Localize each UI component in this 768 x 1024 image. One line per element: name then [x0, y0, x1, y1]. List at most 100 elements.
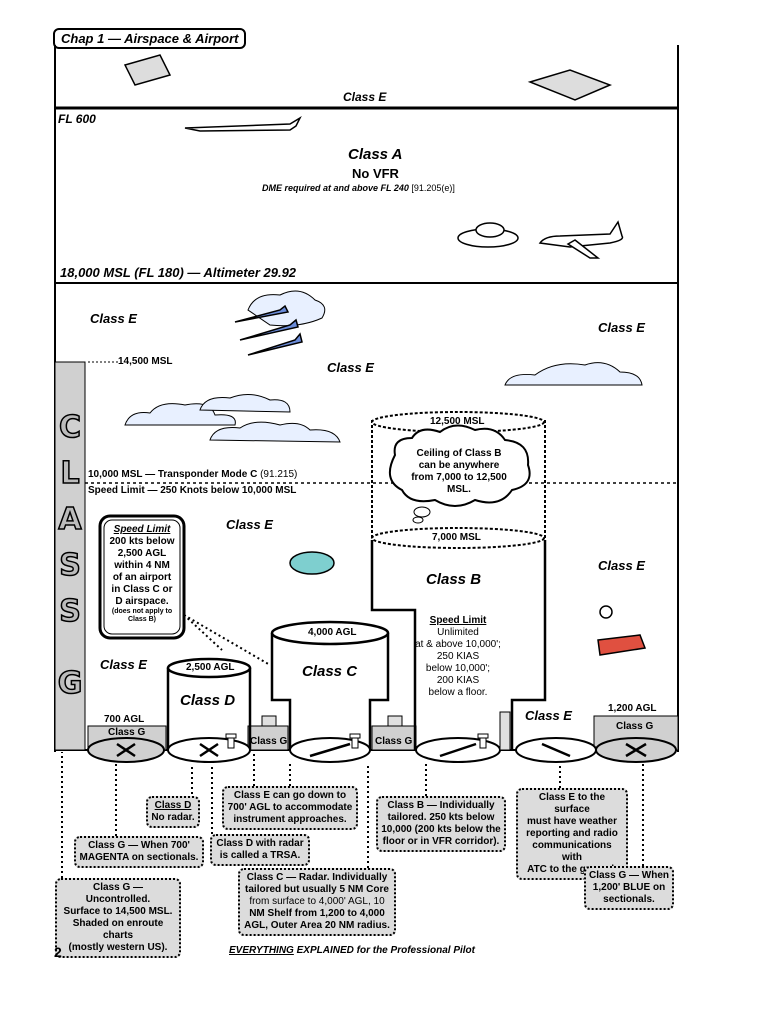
note-class-b-tailored: Class B — Individually tailored. 250 kts…	[376, 796, 506, 852]
class-g-right-label: Class G	[616, 721, 654, 732]
note-ed-line-3: instrument approaches.	[233, 814, 347, 825]
footer-tagline-rest: EXPLAINED for the Professional Pilot	[293, 945, 475, 956]
class-d-title: Class D	[180, 692, 236, 709]
note-g1200-line-1: Class G — When	[589, 870, 670, 881]
note-class-d-no-radar: Class D No radar.	[146, 796, 200, 828]
note-ed-line-1: Class E can go down to	[233, 790, 347, 801]
buildings	[261, 711, 511, 751]
transponder-line: 10,000 MSL — Transponder Mode C (91.215)	[88, 469, 297, 480]
note-g1200-line-3: sectionals.	[603, 894, 655, 905]
note-d-line-2: No radar.	[151, 812, 195, 823]
note-c-line-4: NM Shelf from 1,200 to 4,000	[249, 908, 385, 919]
speed-limit-box-inner	[103, 519, 181, 635]
note-es-line-5: ATC to the ground.	[527, 864, 617, 875]
class-b-speed-line-5: 200 KIAS	[436, 675, 480, 686]
class-e-top-label: Class E	[343, 90, 387, 104]
speed-box-small-2: Class B)	[127, 616, 156, 623]
class-g-right-agl: 1,200 AGL	[608, 703, 657, 714]
class-d-top-label: 2,500 AGL	[186, 662, 235, 673]
class-g-column	[54, 361, 86, 751]
class-b-cloud-text: Ceiling of Class B can be anywhere from …	[398, 448, 520, 496]
note-class-g-1200: Class G — When 1,200' BLUE on sectionals…	[584, 866, 674, 910]
control-towers	[225, 733, 489, 749]
fl600-label: FL 600	[58, 112, 96, 126]
dme-line: DME required at and above FL 240 [91.205…	[262, 183, 455, 193]
speed-box-line-5: in Class C or	[111, 584, 173, 595]
class-d-cylinder-sides	[166, 668, 252, 750]
runways	[116, 742, 647, 758]
note-b-line-4: floor or in VFR corridor).	[382, 836, 500, 847]
aircraft-drawings	[123, 54, 647, 656]
note-c-line-3: from surface to 4,000' AGL, 10	[249, 896, 385, 907]
note-g700-line-1: Class G — When 700'	[88, 840, 190, 851]
class-c-shape	[270, 633, 390, 750]
class-b-cloud-line-4: MSL.	[447, 484, 471, 495]
class-b-title: Class B	[426, 571, 482, 588]
speed-box-line-4: of an airport	[112, 572, 172, 583]
class-g-letter-g: G	[57, 665, 83, 702]
note-b-line-3: 10,000 (200 kts below the	[381, 824, 501, 835]
speed-box-line-1: 200 kts below	[109, 536, 175, 547]
transponder-ref: (91.215)	[260, 469, 298, 480]
note-c-line-2: tailored but usually 5 NM Core	[245, 884, 389, 895]
note-class-c-radar: Class C — Radar. Individually tailored b…	[238, 868, 396, 936]
footer-tagline: EVERYTHING EXPLAINED for the Professiona…	[229, 945, 475, 956]
note-gu-line-2: Surface to 14,500 MSL.	[63, 906, 173, 917]
class-b-outline	[370, 540, 547, 750]
class-g-letter-s2: S	[58, 593, 81, 630]
class-e-label-lower-left: Class E	[100, 657, 147, 672]
class-e-label-mid: Class E	[226, 517, 273, 532]
note-es-line-1: Class E to the surface	[538, 792, 606, 815]
note-class-g-uncontrolled: Class G — Uncontrolled. Surface to 14,50…	[55, 878, 181, 958]
class-e-label-lower-right: Class E	[525, 708, 572, 723]
speed-box-small-1: (does not apply to	[111, 608, 173, 615]
speed-limit-box: Speed Limit 200 kts below 2,500 AGL with…	[104, 524, 180, 624]
note-trsa-line-2: is called a TRSA.	[219, 850, 301, 861]
note-gu-line-4: (mostly western US).	[68, 942, 168, 953]
dme-text: DME required at and above FL 240	[262, 183, 409, 193]
class-g-letter-c: C	[58, 409, 82, 446]
note-c-line-5: AGL, Outer Area 20 NM radius.	[244, 920, 390, 931]
dme-ref: [91.205(e)]	[411, 183, 455, 193]
class-e-label-right: Class E	[598, 558, 645, 573]
speed-box-line-6: D airspace.	[115, 596, 169, 607]
class-d-cylinder-top	[166, 657, 252, 679]
class-c-title: Class C	[302, 663, 358, 680]
class-b-speed-line-6: below a floor.	[428, 687, 488, 698]
class-b-floor-ellipse	[371, 527, 545, 549]
fl180-label: 18,000 MSL (FL 180) — Altimeter 29.92	[60, 265, 297, 280]
speed-box-title: Speed Limit	[113, 524, 171, 535]
class-b-speed-title: Speed Limit	[429, 615, 487, 626]
class-b-speed-line-1: Unlimited	[437, 627, 479, 638]
note-es-line-3: reporting and radio	[526, 828, 618, 839]
note-b-line-2: tailored. 250 kts below	[387, 812, 495, 823]
note-es-line-2: must have weather	[526, 816, 618, 827]
note-pointers	[61, 752, 644, 878]
class-b-speed-line-4: below 10,000';	[425, 663, 491, 674]
class-b-top-label: 12,500 MSL	[430, 416, 485, 427]
note-class-g-700: Class G — When 700' MAGENTA on sectional…	[74, 836, 204, 868]
class-g-mid2-label: Class G	[375, 736, 413, 747]
class-b-cloud-line-1: Ceiling of Class B	[416, 448, 502, 459]
note-es-line-4: communications with	[532, 840, 612, 863]
class-b-cloud	[388, 424, 531, 507]
class-g-letter-a: A	[58, 501, 83, 538]
chapter-header: Chap 1 — Airspace & Airport	[53, 28, 247, 49]
note-gu-line-3: Shaded on enroute charts	[72, 918, 164, 941]
note-gu-line-1: Class G — Uncontrolled.	[85, 882, 151, 905]
speed-limit-line: Speed Limit — 250 Knots below 10,000 MSL	[88, 485, 297, 496]
speed-limit-box-frame	[98, 514, 186, 640]
cloud-bubble-2	[412, 516, 424, 524]
speed-arrow-d	[183, 614, 223, 651]
note-g1200-line-2: 1,200' BLUE on	[592, 882, 666, 893]
speed-box-line-2: 2,500 AGL	[117, 548, 167, 559]
cloud-bubble-1	[413, 506, 431, 518]
class-b-speed-line-2: at & above 10,000';	[415, 639, 501, 650]
msl-14500-label: 14,500 MSL	[118, 356, 173, 367]
note-ed-line-2: 700' AGL to accommodate	[227, 802, 353, 813]
class-c-top	[270, 620, 390, 646]
note-d-line-1: Class D	[154, 800, 192, 811]
class-g-left-agl: 700 AGL	[104, 714, 145, 725]
